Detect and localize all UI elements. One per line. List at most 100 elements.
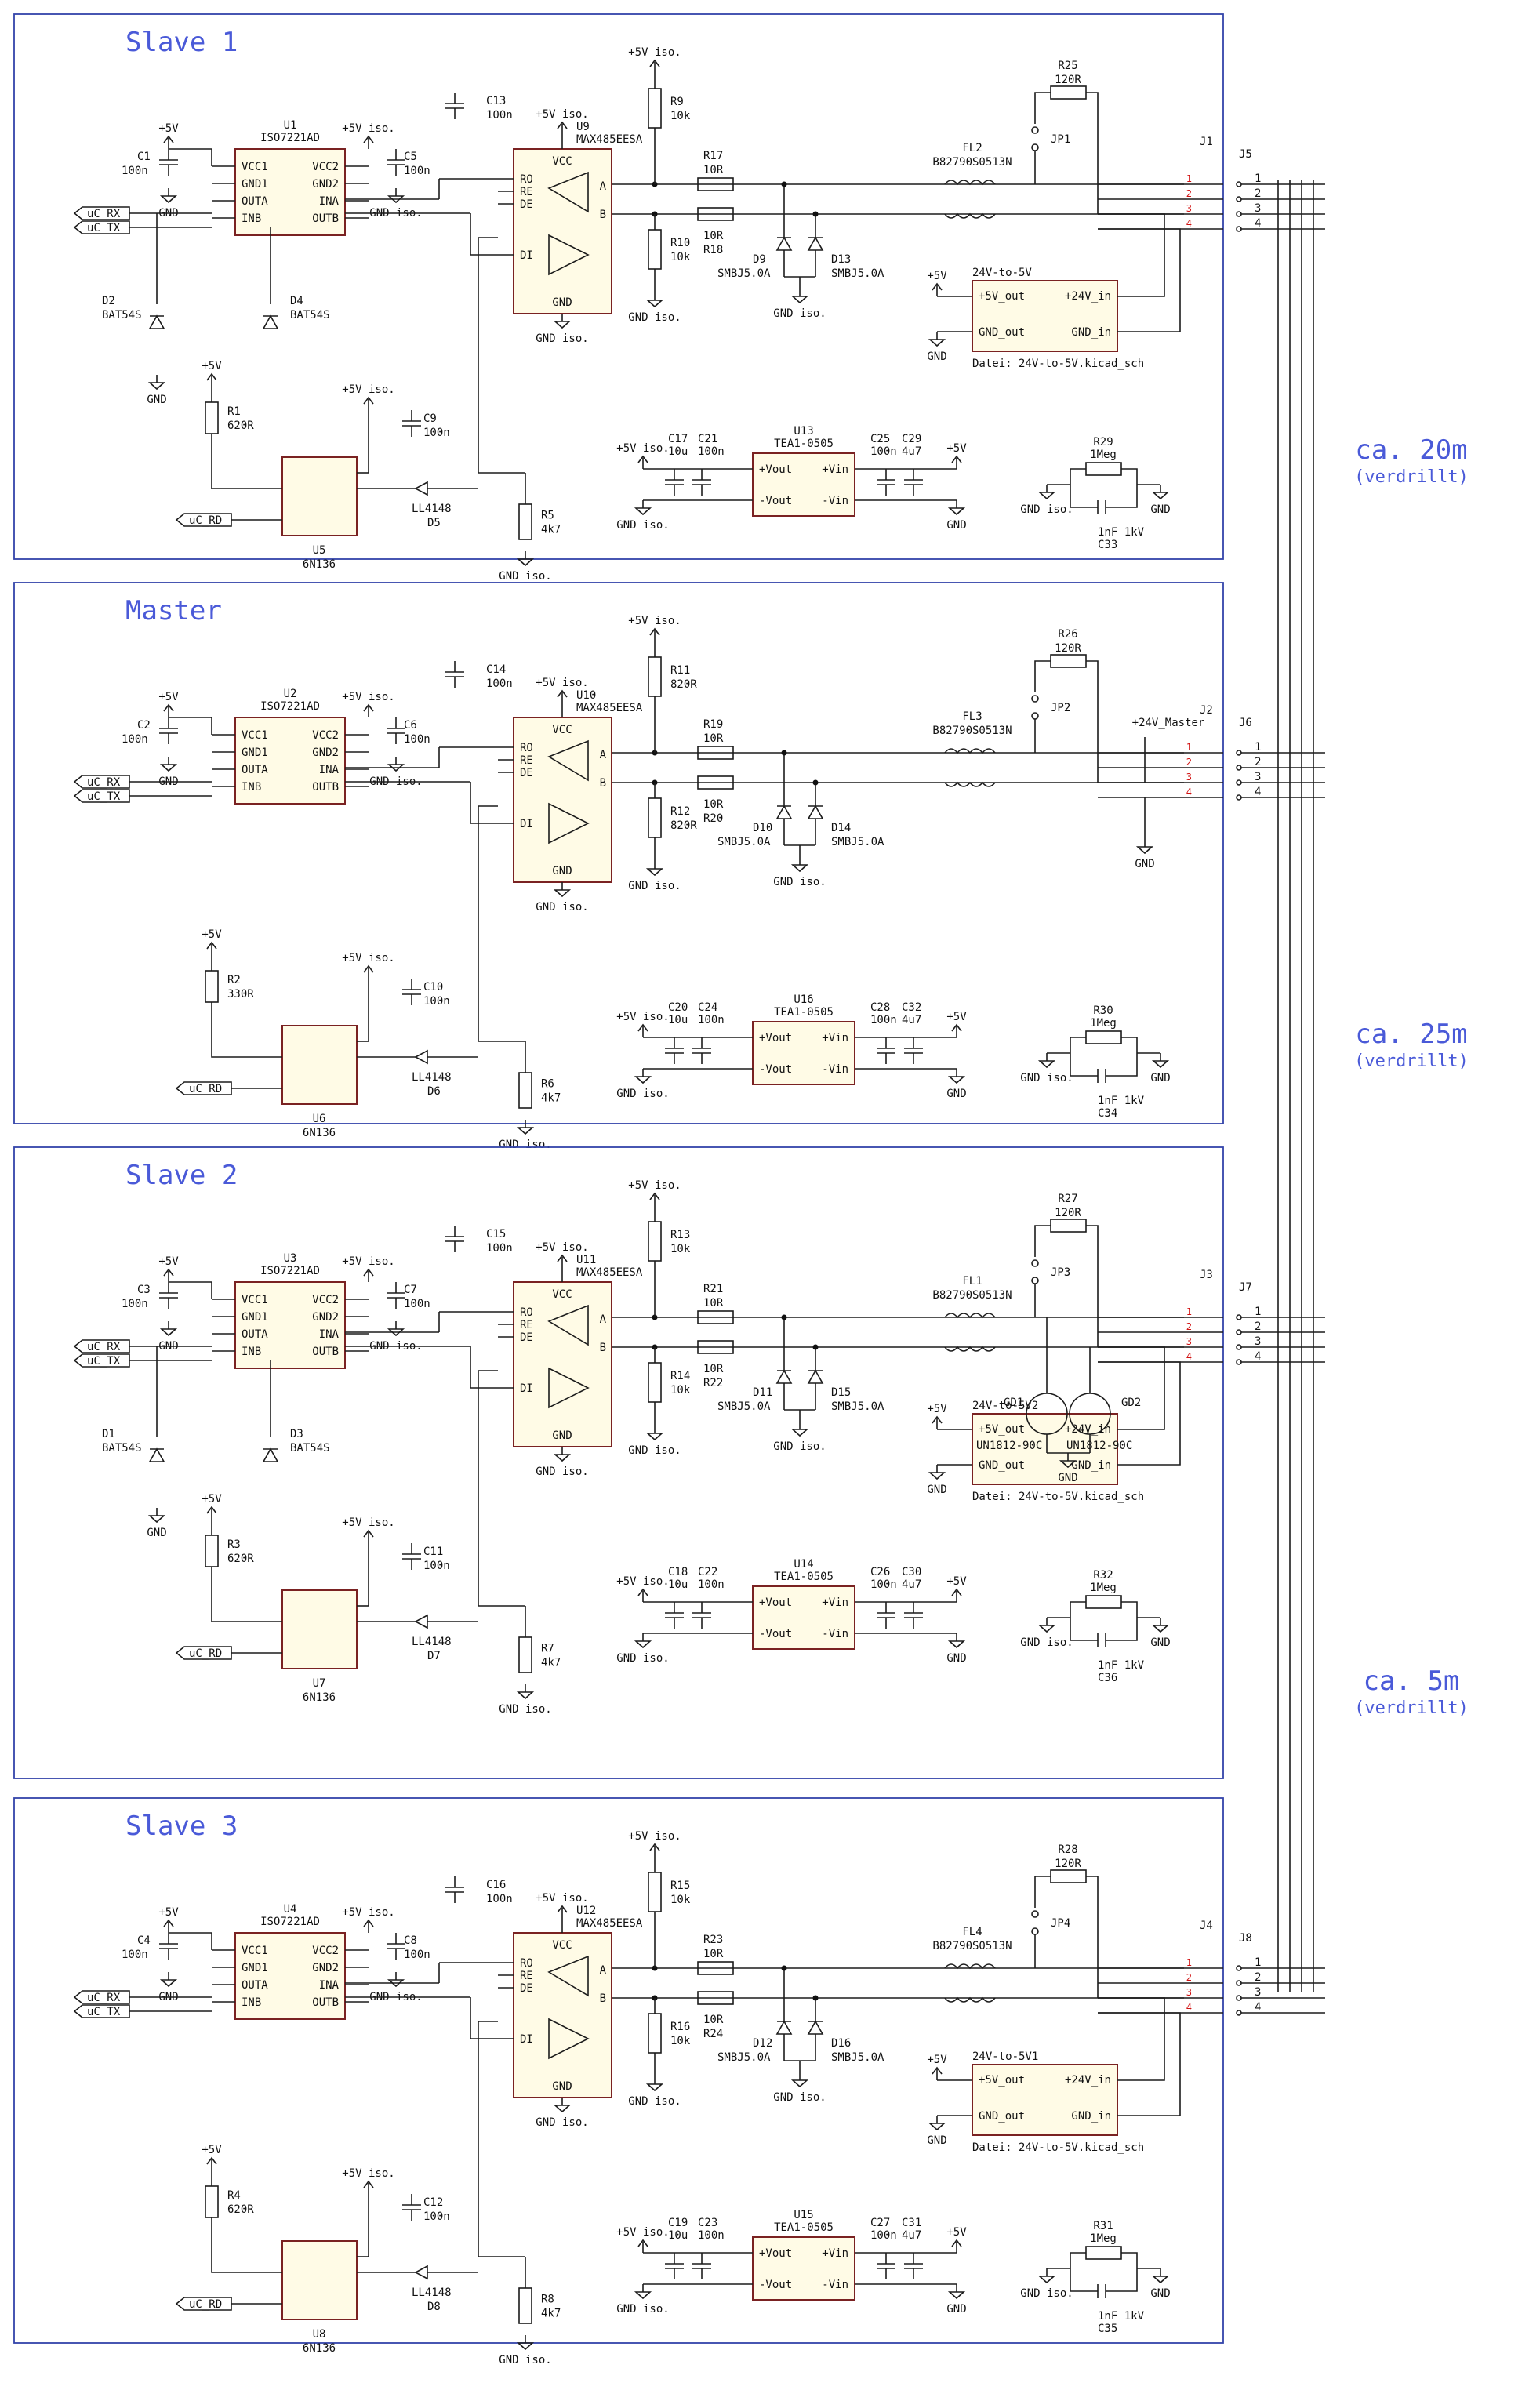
isolator-ic	[234, 148, 346, 236]
isolator-ic	[234, 1932, 346, 2020]
choke-coil-b	[944, 781, 996, 787]
external-connector-pin: 3	[1255, 1335, 1261, 1348]
opto-part: 6N136	[303, 1127, 336, 1139]
dcdc-part: TEA1-0505	[774, 438, 834, 450]
isolator-ref: U3	[284, 1252, 297, 1265]
led-resistor-ref: R4	[227, 2189, 241, 2202]
tvs-diode	[807, 236, 824, 251]
subsheet-pin-gndin: GND_in	[1071, 2110, 1111, 2123]
dcdc-ref: U15	[794, 2209, 813, 2221]
dcdc-c-out1: C25	[870, 433, 890, 445]
opto-part: 6N136	[303, 558, 336, 571]
cap-xcvr-value: 100n	[486, 677, 513, 690]
cap-iso2-ref: C6	[404, 719, 417, 732]
connector-pin-number: 1	[1186, 173, 1192, 184]
connector-pin-number: 3	[1186, 1336, 1192, 1347]
bleed-cap-value: 1nF 1kV	[1098, 1659, 1145, 1672]
section-title: Slave 2	[125, 1160, 238, 1191]
isolator-pin-right: VCC2	[312, 1294, 339, 1306]
tvs-b-value: SMBJ5.0A	[831, 267, 884, 280]
master-gnd: GND	[1135, 858, 1154, 870]
transceiver-vcc: +5V iso.	[536, 1241, 588, 1254]
diode-ref: D8	[427, 2301, 441, 2313]
bias-resistor-a-value: 10k	[670, 1243, 691, 1255]
net-vcc-iso: +5V iso.	[342, 691, 394, 703]
bias-resistor-a	[648, 656, 662, 697]
bias-gnd: GND iso.	[628, 311, 681, 324]
external-connector-pin: 2	[1255, 1971, 1261, 1984]
tvs-diode	[807, 805, 824, 819]
opto-ref: U7	[313, 1677, 326, 1690]
series-b-ref: R18	[703, 244, 723, 256]
subsheet-pin-gnd: GND_out	[979, 1459, 1025, 1472]
opto-vcc-iso: +5V iso.	[342, 1516, 394, 1529]
bias-resistor-b-value: 10k	[670, 1384, 691, 1397]
bleed-cap-ref: C33	[1098, 539, 1117, 551]
bleed-ref: R31	[1093, 2220, 1113, 2232]
bleed-value: 1Meg	[1090, 1582, 1117, 1594]
connector-pin	[1236, 181, 1242, 187]
series-a-ref: R17	[703, 150, 723, 162]
isolator-pin-left: INB	[242, 1346, 261, 1358]
tvs-a-value: SMBJ5.0A	[717, 2051, 771, 2064]
bias-resistor-b-ref: R12	[670, 805, 690, 818]
tvs-gnd: GND iso.	[773, 2091, 826, 2104]
section-frame	[13, 1146, 1224, 1779]
isolator-pin-right: OUTB	[312, 781, 339, 794]
series-resistor-a	[697, 746, 734, 760]
cap-xcvr-value: 100n	[486, 1893, 513, 1905]
isolator-pin-right: INA	[319, 1979, 340, 1992]
dcdc-c-in2-value: 100n	[698, 1578, 725, 1591]
transceiver-pin-left: DI	[520, 249, 533, 262]
connector-pin	[1236, 1965, 1242, 1971]
connector-pin	[1236, 1995, 1242, 2001]
transceiver-pin-vcc: VCC	[552, 724, 572, 736]
shottky-diode	[148, 314, 165, 329]
cap-iso2-value: 100n	[404, 733, 430, 746]
jumper-pad	[1031, 143, 1039, 151]
tvs-diode	[775, 805, 793, 819]
dcdc-vcc: +5V	[946, 2226, 967, 2239]
connector-pin-number: 3	[1186, 203, 1192, 214]
cap-iso1-value: 100n	[122, 165, 148, 177]
cap-xcvr-ref: C16	[486, 1879, 506, 1891]
bias-vcc: +5V iso.	[628, 1179, 681, 1192]
diode-ref: D5	[427, 517, 441, 529]
bias-resistor-b	[648, 229, 662, 270]
external-connector-ref: J8	[1239, 1932, 1252, 1945]
jumper-ref: JP2	[1051, 702, 1070, 714]
cap-xcvr-ref: C15	[486, 1228, 506, 1240]
bias-resistor-b-value: 10k	[670, 251, 691, 263]
net-vcc: +5V	[158, 1906, 179, 1919]
bleed-gnd-iso: GND iso.	[1020, 2287, 1073, 2300]
dcdc-part: TEA1-0505	[774, 1571, 834, 1583]
isolator-pin-right: GND2	[312, 1962, 339, 1974]
connector-pin-number: 4	[1186, 218, 1192, 229]
cable-length: ca. 5m	[1364, 1665, 1460, 1697]
optocoupler-ic	[281, 456, 358, 536]
bleed-gnd-iso: GND iso.	[1020, 1636, 1073, 1649]
uc-rx-label-text: uC_RX	[87, 776, 121, 789]
dcdc-gnd: GND	[946, 1652, 966, 1665]
isolator-ic	[234, 717, 346, 805]
series-b-value: 10R	[703, 2014, 724, 2026]
tvs-b-ref: D16	[831, 2037, 851, 2050]
opto-ref: U5	[313, 544, 326, 557]
gdt-gnd: GND	[1058, 1472, 1077, 1484]
connector-pin	[1236, 750, 1242, 756]
choke-coil-a	[944, 1313, 996, 1319]
transceiver-ref: U12	[576, 1905, 596, 1917]
transceiver-pin-vcc: VCC	[552, 155, 572, 168]
pull-gnd: GND iso.	[499, 2354, 551, 2366]
cap-xcvr-ref: C13	[486, 95, 506, 107]
tvs-a-ref: D12	[753, 2037, 772, 2050]
series-b-value: 10R	[703, 230, 724, 242]
section-title: Slave 3	[125, 1811, 238, 1842]
tvs-a-ref: D11	[753, 1386, 772, 1399]
subsheet-pin-gnd: GND_out	[979, 326, 1025, 339]
transceiver-pin-left: DI	[520, 2033, 533, 2046]
dcdc-vcc-iso: +5V iso.	[616, 1011, 669, 1023]
shottky-diode	[262, 314, 279, 329]
bleed-cap-ref: C35	[1098, 2323, 1117, 2335]
junction-dot	[781, 1965, 787, 1971]
